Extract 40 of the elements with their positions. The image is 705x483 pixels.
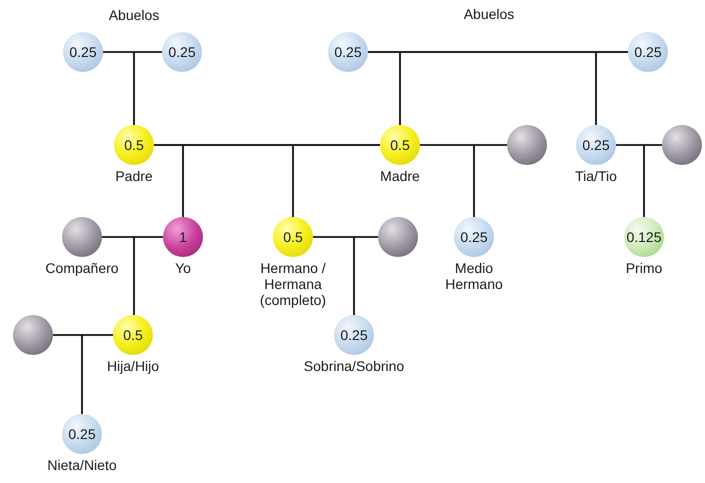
coefficient-sphere: 0.25 [63, 32, 103, 72]
family-line [473, 144, 507, 217]
family-line [353, 236, 378, 315]
coefficient-sphere: 0.125 [624, 217, 664, 257]
group-label: Abuelos [464, 6, 514, 22]
coefficient-sphere: 0.25 [576, 125, 616, 165]
relative-label: Compañero [45, 260, 119, 276]
blank-sphere [13, 315, 53, 355]
relative-label: Hermano / Hermana (completo) [258, 260, 328, 308]
family-line [81, 334, 113, 414]
blank-sphere [378, 217, 418, 257]
family-line [643, 144, 662, 217]
coefficient-sphere: 0.25 [334, 315, 374, 355]
coefficient-sphere: 0.5 [114, 125, 154, 165]
coefficient-sphere: 0.5 [113, 315, 153, 355]
relative-label: Tia/Tio [575, 168, 617, 184]
relative-label: Medio Hermano [444, 260, 504, 292]
blank-sphere [662, 125, 702, 165]
family-line [133, 236, 163, 315]
coefficient-sphere: 1 [163, 217, 203, 257]
coefficient-sphere: 0.25 [62, 414, 102, 454]
relative-label: Hija/Hijo [106, 358, 160, 374]
blank-sphere [62, 217, 102, 257]
blank-sphere [507, 125, 547, 165]
coefficient-sphere: 0.5 [273, 217, 313, 257]
coefficient-sphere: 0.25 [162, 32, 202, 72]
family-line [292, 144, 380, 217]
relative-label: Nieta/Nieto [47, 457, 117, 473]
coefficient-sphere: 0.25 [454, 217, 494, 257]
relative-label: Padre [115, 168, 153, 184]
family-line [595, 51, 628, 125]
relative-label: Yo [175, 260, 191, 276]
group-label: Abuelos [108, 7, 160, 23]
coefficient-sphere: 0.5 [380, 125, 420, 165]
relative-label: Primo [626, 260, 662, 276]
relative-label: Sobrina/Sobrino [304, 358, 404, 374]
relative-label: Madre [380, 168, 420, 184]
coefficient-sphere: 0.25 [328, 32, 368, 72]
coefficient-sphere: 0.25 [628, 32, 668, 72]
family-line [133, 51, 162, 125]
